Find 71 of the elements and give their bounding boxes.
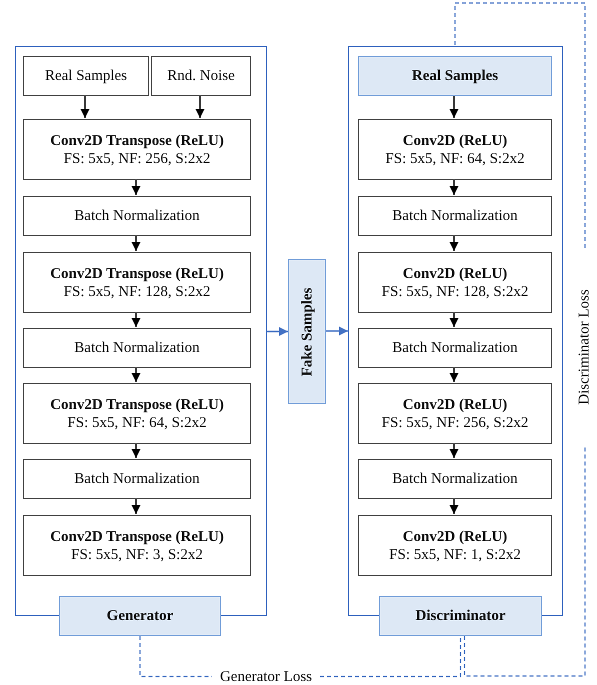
arrow: [326, 326, 348, 336]
arrow: [80, 95, 90, 118]
layer-box: [151, 56, 251, 96]
arrow: [132, 179, 140, 195]
box-label: Batch Normalization: [392, 470, 518, 488]
layer-title: Conv2D Transpose (ReLU): [50, 396, 224, 414]
arrow: [450, 312, 458, 327]
input-box: [358, 56, 552, 96]
layer-box: [23, 515, 251, 576]
layer-box: [23, 459, 251, 499]
arrow: [450, 95, 458, 118]
fake-samples-box: [288, 259, 326, 404]
layer-params: FS: 5x5, NF: 256, S:2x2: [382, 414, 528, 432]
arrow: [132, 498, 140, 514]
network-label-box: [379, 596, 542, 636]
layer-box: [23, 328, 251, 368]
loss-connector: [139, 636, 212, 678]
layer-box: [23, 383, 251, 444]
arrow: [132, 443, 140, 458]
box-label: Real Samples: [412, 67, 498, 85]
network-label-box: [59, 596, 221, 636]
layer-title: Conv2D (ReLU): [402, 528, 508, 546]
layer-params: FS: 5x5, NF: 64, S:2x2: [67, 414, 207, 432]
box-label: Generator: [106, 607, 174, 625]
layer-box: [358, 252, 552, 313]
layer-box: [23, 252, 251, 313]
layer-params: FS: 5x5, NF: 256, S:2x2: [64, 150, 210, 168]
layer-params: FS: 5x5, NF: 128, S:2x2: [64, 282, 210, 300]
arrow: [450, 367, 458, 382]
layer-title: Conv2D Transpose (ReLU): [50, 264, 224, 282]
layer-params: FS: 5x5, NF: 128, S:2x2: [382, 282, 528, 300]
loss-label: Discriminator Loss: [576, 289, 594, 405]
layer-title: Conv2D Transpose (ReLU): [50, 132, 224, 150]
layer-box: [358, 515, 552, 576]
layer-title: Conv2D (ReLU): [402, 264, 508, 282]
arrow: [450, 179, 458, 195]
arrow: [132, 235, 140, 251]
arrow: [196, 95, 204, 118]
arrow: [132, 312, 140, 327]
layer-title: Conv2D Transpose (ReLU): [50, 528, 224, 546]
layer-box: [23, 119, 251, 180]
layer-params: FS: 5x5, NF: 3, S:2x2: [71, 546, 203, 564]
arrow: [132, 367, 140, 382]
layer-box: [23, 56, 149, 96]
box-label: Batch Normalization: [392, 207, 518, 225]
box-label: Batch Normalization: [74, 339, 200, 357]
box-label: Fake Samples: [298, 287, 316, 376]
loss-connector: [454, 2, 586, 248]
box-label: Discriminator: [416, 607, 506, 625]
layer-box: [23, 196, 251, 236]
arrow: [450, 498, 458, 514]
layer-box: [358, 328, 552, 368]
layer-params: FS: 5x5, NF: 64, S:2x2: [385, 150, 525, 168]
layer-params: FS: 5x5, NF: 1, S:2x2: [389, 546, 521, 564]
arrow: [267, 327, 288, 336]
box-label: Real Samples: [44, 67, 128, 85]
box-label: Rnd. Noise: [167, 67, 235, 85]
box-label: Batch Normalization: [392, 339, 518, 357]
loss-connector: [320, 636, 462, 678]
loss-connector: [464, 446, 586, 677]
box-label: Batch Normalization: [74, 207, 200, 225]
layer-box: [358, 119, 552, 180]
arrow: [450, 443, 458, 458]
layer-box: [358, 383, 552, 444]
layer-title: Conv2D (ReLU): [402, 132, 508, 150]
arrow: [450, 235, 458, 251]
loss-label: Generator Loss: [220, 668, 312, 685]
box-label: Batch Normalization: [74, 470, 200, 488]
layer-box: [358, 459, 552, 499]
layer-title: Conv2D (ReLU): [402, 396, 508, 414]
layer-box: [358, 196, 552, 236]
